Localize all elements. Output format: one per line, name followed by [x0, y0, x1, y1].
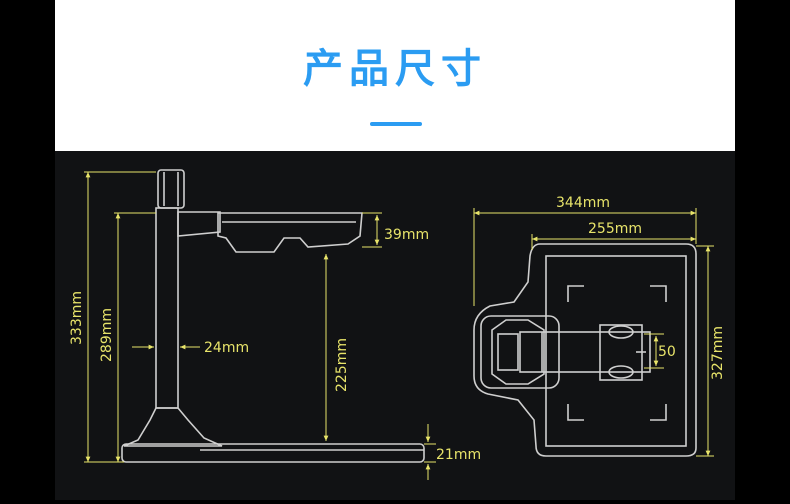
dim-base-depth: 327mm [710, 326, 726, 380]
camera-head [217, 212, 363, 253]
dim-base-width: 255mm [588, 221, 642, 237]
dim-clearance-height: 225mm [334, 338, 350, 392]
base-plate [121, 443, 425, 463]
top-knob [157, 169, 185, 209]
camera-arm [519, 331, 651, 373]
dim-camera-size: 50 [658, 344, 676, 360]
page-title: 产品尺寸 [303, 46, 487, 92]
camera-housing [480, 315, 560, 389]
dim-head-thickness: 39mm [384, 227, 429, 243]
dim-pole-height: 289mm [99, 308, 115, 362]
document-area [545, 255, 687, 447]
top-base-plate [473, 243, 697, 457]
title-underline [370, 122, 422, 126]
top-view-device [473, 243, 697, 457]
dim-total-width: 344mm [556, 195, 610, 211]
arm [177, 211, 221, 237]
dim-total-height: 333mm [69, 291, 85, 345]
pole-base-flare [123, 407, 223, 447]
header: 产品尺寸 [55, 0, 735, 151]
dim-pole-width: 24mm [204, 340, 249, 356]
side-view-device [121, 169, 425, 463]
pole [155, 207, 179, 409]
dim-base-thickness: 21mm [436, 447, 481, 463]
